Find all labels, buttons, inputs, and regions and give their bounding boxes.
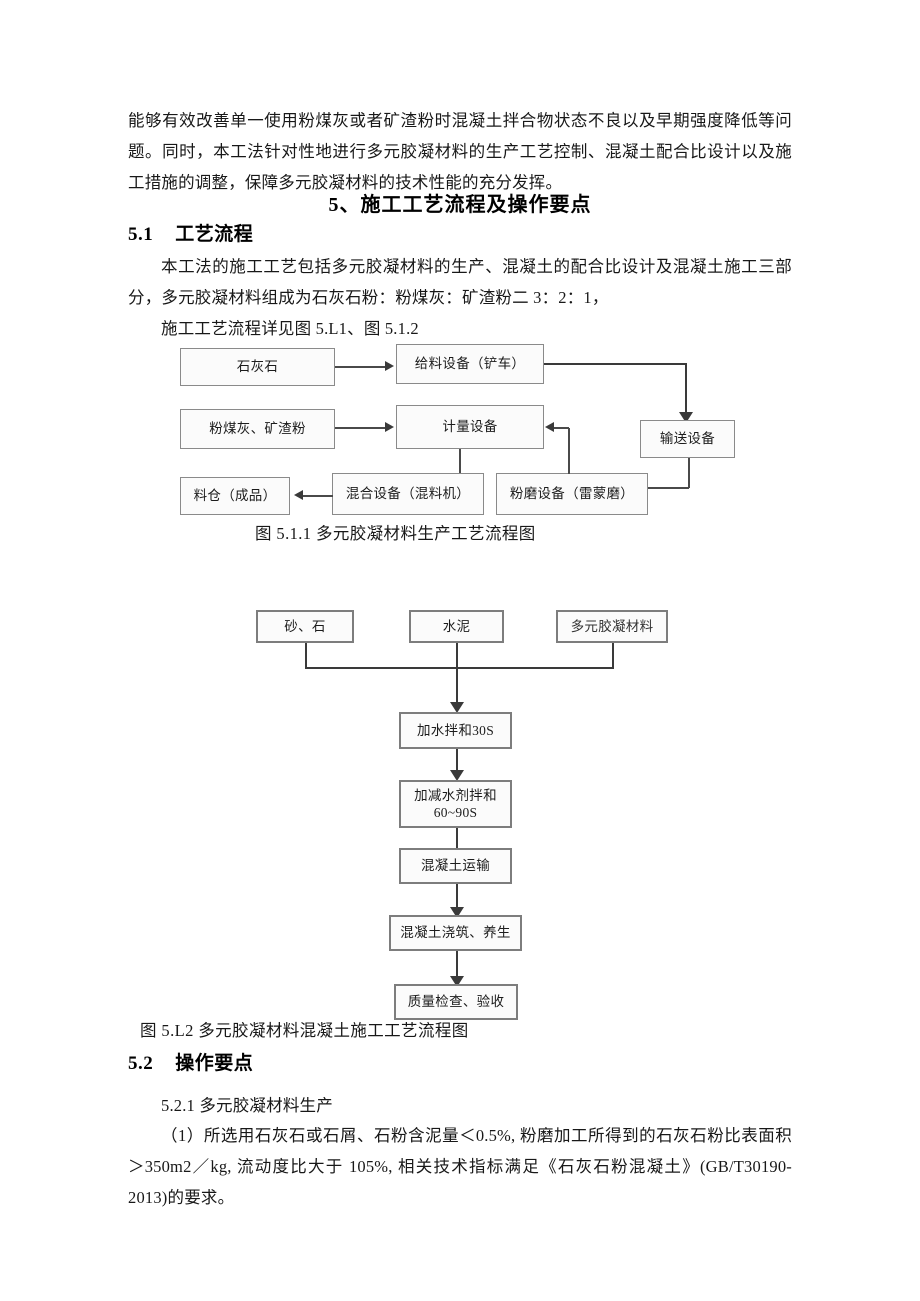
edge-feeder-to-conveyor-horizontal bbox=[544, 363, 687, 366]
edge-limestone-to-feeder bbox=[335, 366, 385, 368]
arrowhead-limestone-to-feeder bbox=[385, 361, 394, 371]
edge-feeder-to-conveyor-vertical bbox=[685, 363, 688, 415]
edge-grinder-to-metering-horizontal bbox=[554, 427, 569, 429]
intro-paragraph: 能够有效改善单一使用粉煤灰或者矿渣粉时混凝土拌合物状态不良以及早期强度降低等问题… bbox=[128, 111, 792, 192]
node-add-reducer-mix-60-90s: 加减水剂拌和 60~90S bbox=[399, 780, 512, 828]
node-limestone: 石灰石 bbox=[180, 348, 335, 386]
edge-conveyor-to-grinder-horizontal bbox=[645, 487, 689, 489]
node-silo-finished-product: 料仓（成品） bbox=[180, 477, 290, 515]
node-conveyor-equipment: 输送设备 bbox=[640, 420, 735, 458]
section-521-title: 5.2.1 多元胶凝材料生产 bbox=[161, 1096, 333, 1115]
process-reference-paragraph: 施工工艺流程详见图 5.L1、图 5.1.2 bbox=[161, 319, 419, 338]
process-description-paragraph: 本工法的施工工艺包括多元胶凝材料的生产、混凝土的配合比设计及混凝土施工三部分，多… bbox=[128, 257, 792, 307]
section-5-2-label: 操作要点 bbox=[175, 1053, 254, 1074]
edge-binder-stub bbox=[612, 643, 615, 668]
section-5-2-heading: 5.2 操作要点 bbox=[128, 1048, 253, 1075]
node-feeder-equipment: 给料设备（铲车） bbox=[396, 344, 544, 384]
node-add-reducer-line2: 60~90S bbox=[433, 805, 478, 820]
node-cement: 水泥 bbox=[409, 610, 504, 643]
node-quality-inspection-acceptance: 质量检查、验收 bbox=[394, 984, 518, 1020]
edge-sandstone-stub bbox=[305, 643, 308, 668]
node-grinding-equipment: 粉磨设备（雷蒙磨） bbox=[496, 473, 648, 515]
node-flyash-slag-powder: 粉煤灰、矿渣粉 bbox=[180, 409, 335, 449]
arrowhead-mix30-to-mix6090 bbox=[450, 770, 464, 781]
arrowhead-transport-to-pour bbox=[450, 907, 464, 918]
figure-511-caption: 图 5.1.1 多元胶凝材料生产工艺流程图 bbox=[255, 524, 536, 543]
node-add-reducer-line1: 加减水剂拌和 bbox=[414, 788, 497, 803]
arrowhead-mixer-to-silo bbox=[294, 490, 303, 500]
edge-grinder-to-metering-vertical bbox=[568, 428, 570, 474]
edge-source-bus bbox=[305, 667, 614, 670]
arrowhead-grinder-to-metering bbox=[545, 422, 554, 432]
arrowhead-flyash-to-metering bbox=[385, 422, 394, 432]
arrowhead-feeder-to-conveyor bbox=[679, 412, 693, 423]
node-add-water-mix-30s: 加水拌和30S bbox=[399, 712, 512, 749]
node-metering-equipment: 计量设备 bbox=[396, 405, 544, 449]
section-521-item-1: （1）所选用石灰石或石屑、石粉含泥量＜0.5%, 粉磨加工所得到的石灰石粉比表面… bbox=[128, 1126, 792, 1207]
edge-flyash-to-metering bbox=[335, 427, 385, 429]
section-5-heading: 5、施工工艺流程及操作要点 bbox=[328, 194, 592, 216]
edge-mixer-to-silo bbox=[303, 495, 333, 497]
edge-transport-to-pour bbox=[456, 884, 459, 910]
node-concrete-transport: 混凝土运输 bbox=[399, 848, 512, 884]
section-5-1-number: 5.1 bbox=[128, 224, 154, 245]
edge-pour-to-inspect bbox=[456, 951, 459, 979]
arrowhead-bus-to-mix30 bbox=[450, 702, 464, 713]
section-5-1-label: 工艺流程 bbox=[175, 224, 254, 245]
section-5-2-number: 5.2 bbox=[128, 1053, 154, 1074]
node-mixing-equipment: 混合设备（混料机） bbox=[332, 473, 484, 515]
arrowhead-pour-to-inspect bbox=[450, 976, 464, 987]
edge-conveyor-to-grinder-vertical bbox=[688, 458, 690, 488]
edge-metering-to-mixer bbox=[459, 449, 461, 476]
node-multi-binder-material: 多元胶凝材料 bbox=[556, 610, 668, 643]
node-concrete-pouring-curing: 混凝土浇筑、养生 bbox=[389, 915, 522, 951]
edge-bus-to-mix30 bbox=[456, 643, 459, 705]
node-sand-stone: 砂、石 bbox=[256, 610, 354, 643]
edge-mix6090-to-transport bbox=[456, 828, 459, 852]
edge-mix30-to-mix6090 bbox=[456, 749, 459, 773]
section-5-1-heading: 5.1 工艺流程 bbox=[128, 219, 253, 246]
figure-512-caption: 图 5.L2 多元胶凝材料混凝土施工工艺流程图 bbox=[140, 1021, 469, 1040]
